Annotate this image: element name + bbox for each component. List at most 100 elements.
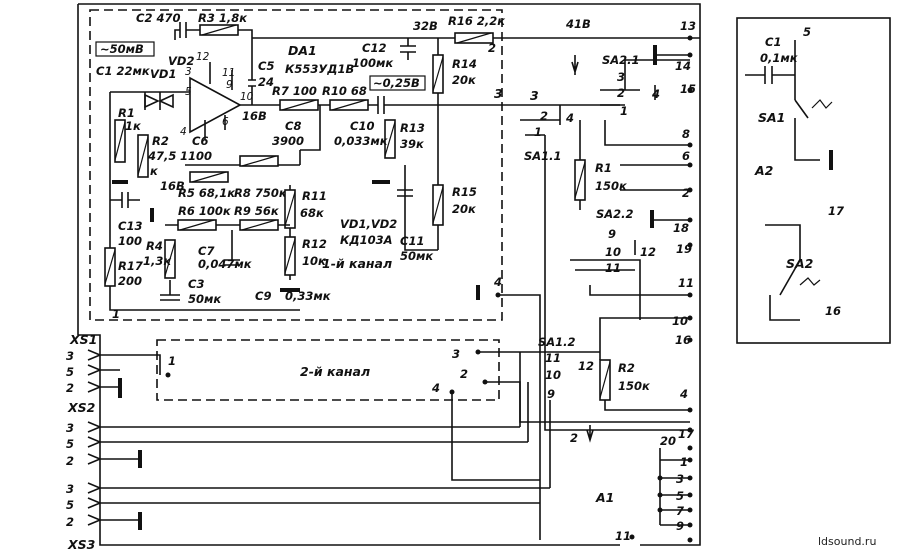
sa1-2-label: SA1.2 xyxy=(538,335,576,349)
c5-name: C5 xyxy=(258,59,274,73)
terminal-column xyxy=(687,35,693,543)
voltage-box-50mv xyxy=(95,41,155,57)
svg-text:39к: 39к xyxy=(400,137,425,151)
svg-text:1: 1 xyxy=(534,125,542,139)
svg-text:5: 5 xyxy=(66,437,74,451)
svg-text:3: 3 xyxy=(617,70,625,84)
ic-name: DA1 xyxy=(288,43,317,58)
svg-text:КД103А: КД103А xyxy=(340,233,393,247)
svg-text:к: к xyxy=(150,164,159,178)
a2-label: A2 xyxy=(754,163,773,178)
svg-text:5: 5 xyxy=(803,25,811,39)
xs2-label: XS2 xyxy=(67,400,95,415)
svg-text:12: 12 xyxy=(196,51,210,63)
svg-text:2: 2 xyxy=(66,454,74,468)
svg-text:10к: 10к xyxy=(302,254,327,268)
svg-text:100мк: 100мк xyxy=(352,56,394,70)
voltage-box-025v xyxy=(369,75,426,91)
svg-text:100: 100 xyxy=(118,234,142,248)
svg-text:1: 1 xyxy=(620,104,628,118)
sa1-switch-contact xyxy=(794,99,809,119)
svg-text:7: 7 xyxy=(676,504,684,518)
svg-text:3: 3 xyxy=(530,88,539,103)
svg-text:4: 4 xyxy=(493,275,502,289)
vd2-label: VD2 xyxy=(168,54,194,68)
voltage-41v: 41В xyxy=(565,17,591,31)
svg-text:47,5: 47,5 xyxy=(147,149,176,163)
svg-text:50мк: 50мк xyxy=(188,292,222,306)
feedback-wire xyxy=(174,29,253,45)
svg-text:3: 3 xyxy=(185,66,192,78)
svg-text:17: 17 xyxy=(678,427,694,441)
svg-text:16: 16 xyxy=(825,304,841,318)
svg-text:20к: 20к xyxy=(452,202,477,216)
svg-text:4: 4 xyxy=(679,387,688,401)
voltage-16v-b: 16В xyxy=(160,179,185,193)
c1-label: C1 22мк xyxy=(96,64,151,78)
connector-pins xyxy=(87,349,550,526)
svg-text:R4: R4 xyxy=(146,239,163,253)
svg-text:R13: R13 xyxy=(400,121,425,135)
svg-text:2: 2 xyxy=(66,515,74,529)
sa1-1-label: SA1.1 xyxy=(524,149,562,163)
svg-text:14: 14 xyxy=(675,59,691,73)
svg-text:3: 3 xyxy=(676,472,684,486)
channel-2-frame xyxy=(156,339,500,401)
ch2-pin-3: 3 xyxy=(452,347,460,361)
svg-text:3: 3 xyxy=(66,482,74,496)
voltage-50mv: ~50мВ xyxy=(100,42,144,56)
svg-text:3900: 3900 xyxy=(272,134,304,148)
svg-text:0,033мк: 0,033мк xyxy=(334,134,389,148)
svg-text:1,3к: 1,3к xyxy=(143,254,172,268)
svg-text:3: 3 xyxy=(494,86,503,101)
svg-text:3: 3 xyxy=(66,421,74,435)
svg-text:5: 5 xyxy=(676,489,684,503)
svg-text:16: 16 xyxy=(675,333,691,347)
sa1-label: SA1 xyxy=(758,110,785,125)
svg-text:2: 2 xyxy=(488,41,496,55)
a2-frame xyxy=(736,17,891,344)
ch2-pin-1: 1 xyxy=(168,354,176,368)
svg-text:11: 11 xyxy=(605,261,621,275)
svg-text:0,1мк: 0,1мк xyxy=(760,51,799,65)
svg-text:4: 4 xyxy=(565,111,574,125)
svg-text:R2: R2 xyxy=(618,361,635,375)
svg-text:R11: R11 xyxy=(302,189,327,203)
svg-text:0,33мк: 0,33мк xyxy=(285,289,332,303)
svg-text:11: 11 xyxy=(222,67,235,79)
svg-text:3: 3 xyxy=(66,349,74,363)
svg-text:C12: C12 xyxy=(362,41,386,55)
svg-text:150к: 150к xyxy=(595,179,628,193)
svg-text:2: 2 xyxy=(682,186,690,200)
svg-text:1к: 1к xyxy=(125,119,142,133)
board-outline-lower xyxy=(78,334,620,546)
svg-text:11: 11 xyxy=(545,351,561,365)
svg-text:5: 5 xyxy=(66,498,74,512)
svg-text:C10: C10 xyxy=(350,119,374,133)
svg-text:5: 5 xyxy=(66,365,74,379)
sa2-label: SA2 xyxy=(786,256,813,271)
sa2-2-label: SA2.2 xyxy=(596,207,634,221)
svg-text:1: 1 xyxy=(680,455,688,469)
svg-text:150к: 150к xyxy=(618,379,651,393)
svg-text:9: 9 xyxy=(226,79,233,91)
svg-text:R5 68,1к: R5 68,1к xyxy=(178,186,236,200)
svg-text:11: 11 xyxy=(678,276,694,290)
svg-text:C9: C9 xyxy=(255,289,271,303)
svg-text:C3: C3 xyxy=(188,277,204,291)
svg-text:R14: R14 xyxy=(452,57,477,71)
r3-label: R3 1,8к xyxy=(198,11,248,25)
svg-text:50мк: 50мк xyxy=(400,249,434,263)
svg-text:15: 15 xyxy=(680,82,696,96)
svg-text:2: 2 xyxy=(570,431,578,445)
svg-text:C8: C8 xyxy=(285,119,301,133)
svg-text:10: 10 xyxy=(545,368,561,382)
vd1-label: VD1 xyxy=(150,67,176,81)
opamp-da1 xyxy=(189,76,242,134)
svg-text:9: 9 xyxy=(608,227,616,241)
svg-text:10: 10 xyxy=(605,245,621,259)
svg-text:C7: C7 xyxy=(198,244,214,258)
c2-label: C2 470 xyxy=(136,11,180,25)
channel-1-frame xyxy=(89,9,503,321)
